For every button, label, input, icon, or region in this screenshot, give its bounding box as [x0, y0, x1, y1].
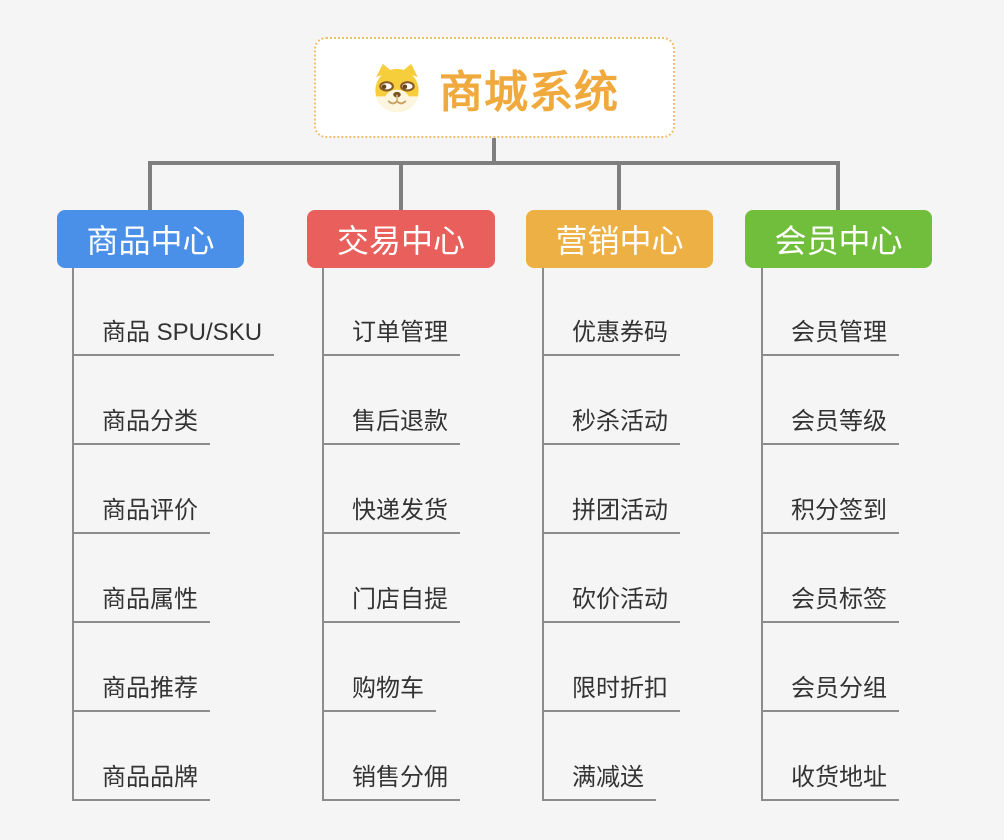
leaf-node[interactable]: 拼团活动 [542, 496, 680, 534]
leaf-node[interactable]: 会员标签 [761, 585, 899, 623]
leaf-spine-line [322, 268, 324, 801]
root-node-title: 商城系统 [439, 67, 619, 117]
leaf-node[interactable]: 收货地址 [761, 763, 899, 801]
root-node[interactable]: 商城系统 [314, 37, 675, 138]
branch-node-product[interactable]: 商品中心 [57, 210, 244, 268]
branch-node-label: 商品中心 [86, 223, 215, 259]
leaf-node[interactable]: 商品评价 [72, 496, 210, 534]
branch-bus-line [149, 161, 840, 165]
branch-node-member[interactable]: 会员中心 [745, 210, 932, 268]
branch-drop-line [399, 161, 403, 210]
leaf-node[interactable]: 会员等级 [761, 407, 899, 445]
leaf-node[interactable]: 砍价活动 [542, 585, 680, 623]
branch-node-label: 交易中心 [336, 223, 465, 259]
leaf-node[interactable]: 积分签到 [761, 496, 899, 534]
branch-drop-line [617, 161, 621, 210]
branch-node-label: 会员中心 [774, 223, 903, 259]
leaf-node[interactable]: 销售分佣 [322, 763, 460, 801]
leaf-spine-line [761, 268, 763, 801]
leaf-node[interactable]: 订单管理 [322, 318, 460, 356]
leaf-node[interactable]: 会员分组 [761, 674, 899, 712]
leaf-node[interactable]: 购物车 [322, 674, 436, 712]
leaf-node[interactable]: 商品 SPU/SKU [72, 318, 275, 356]
leaf-node[interactable]: 秒杀活动 [542, 407, 680, 445]
leaf-node[interactable]: 商品分类 [72, 407, 210, 445]
root-connector-line [492, 138, 496, 165]
leaf-node[interactable]: 限时折扣 [542, 674, 680, 712]
leaf-node[interactable]: 快递发货 [322, 496, 460, 534]
branch-drop-line [148, 161, 152, 210]
leaf-node[interactable]: 满减送 [542, 763, 656, 801]
leaf-node[interactable]: 会员管理 [761, 318, 899, 356]
branch-node-trade[interactable]: 交易中心 [307, 210, 495, 268]
leaf-node[interactable]: 优惠券码 [542, 318, 680, 356]
leaf-node[interactable]: 门店自提 [322, 585, 460, 623]
leaf-spine-line [72, 268, 74, 801]
leaf-spine-line [542, 268, 544, 801]
branch-node-label: 营销中心 [555, 223, 684, 259]
branch-drop-line [836, 161, 840, 210]
branch-node-marketing[interactable]: 营销中心 [526, 210, 713, 268]
dog-face-icon [375, 63, 419, 112]
leaf-node[interactable]: 售后退款 [322, 407, 460, 445]
leaf-node[interactable]: 商品属性 [72, 585, 210, 623]
leaf-node[interactable]: 商品推荐 [72, 674, 210, 712]
leaf-node[interactable]: 商品品牌 [72, 763, 210, 801]
